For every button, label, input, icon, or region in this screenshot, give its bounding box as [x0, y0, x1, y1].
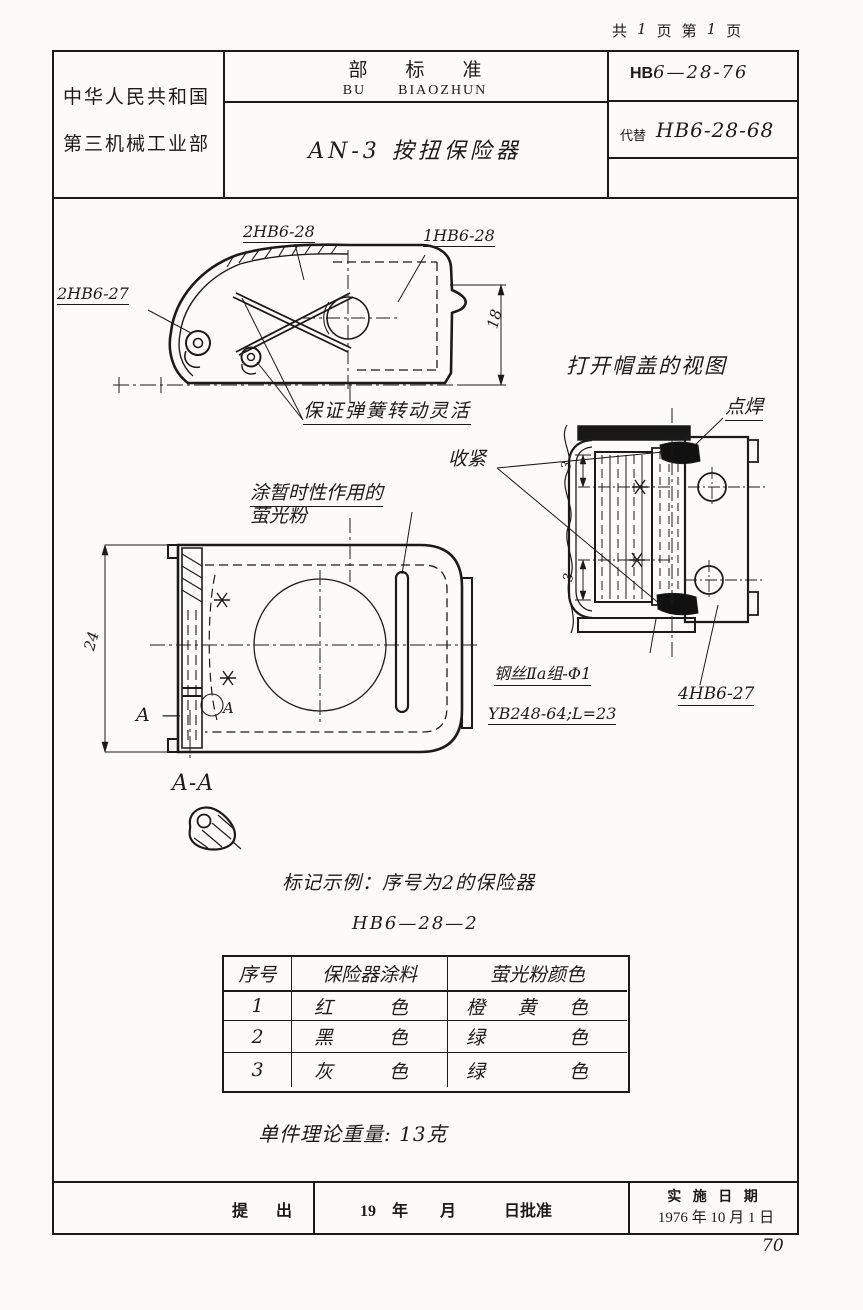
table-row2-coating-text: 黑 色 [314, 1027, 408, 1049]
table-row2-fluor-text: 绿 色 [466, 1027, 588, 1049]
weight-note: 单件理论重量: 13克 [258, 1122, 448, 1146]
open-view-title: 打开帽盖的视图 [566, 354, 727, 378]
table-row1-index: 1 [224, 992, 292, 1021]
side-view-part1-label: 1HB6-28 [423, 226, 495, 247]
table-row1-fluor-text: 橙 黄 色 [466, 996, 588, 1019]
section-cut-label: A — [136, 704, 184, 726]
section-marker-a: A [223, 699, 234, 717]
replaces-label: 代替 [620, 128, 647, 143]
table-row3-fluor-text: 绿 色 [466, 1060, 588, 1083]
header-right-rule2 [607, 157, 799, 159]
table-row3-coating: 灰 色 [292, 1053, 448, 1087]
footer-divider-2 [628, 1181, 630, 1234]
marking-example-line2: HB6—28—2 [352, 913, 479, 934]
color-table: 序号 保险器涂料 萤光粉颜色 1 红 色 橙 黄 色 2 黑 色 绿 色 3 灰… [222, 955, 630, 1093]
fluorescent-note-line1: 涂暂时性作用的 [250, 478, 384, 507]
document-frame [52, 50, 799, 1235]
section-aa-drawing [178, 800, 248, 855]
header-divider-left [223, 50, 225, 198]
pagination-page-value: 1 [706, 20, 717, 38]
side-view-drawing [105, 240, 515, 425]
header-right-rule1 [607, 100, 799, 102]
standard-number-rest: 6—28-76 [653, 62, 749, 83]
open-cap-view-drawing [430, 395, 770, 695]
pagination-unit1: 页 [656, 24, 672, 40]
footer-submit-label: 提 出 [232, 1203, 299, 1220]
pagination-page-label: 第 [681, 24, 697, 40]
table-row1-fluor: 橙 黄 色 [448, 992, 627, 1021]
document-title: AN-3 按扭保险器 [308, 139, 522, 164]
table-header-coating: 保险器涂料 [292, 957, 448, 992]
part4-label: 4HB6-27 [678, 684, 755, 706]
footer-implementation-label: 实 施 日 期 [667, 1190, 762, 1205]
pagination-total-label: 共 [612, 24, 628, 40]
marking-example-line1: 标记示例：序号为2的保险器 [282, 872, 536, 894]
section-aa-label: A-A [172, 771, 215, 796]
header-bottom-rule [52, 197, 799, 200]
replaces-number: HB6-28-68 [656, 118, 775, 142]
side-view-part2-left-label: 2HB6-27 [57, 284, 129, 305]
fluorescent-note-line2: 萤光粉 [250, 505, 308, 527]
table-row2-fluor: 绿 色 [448, 1021, 627, 1053]
header-center-rule [223, 101, 609, 103]
wire-spec-line1: 钢丝Ⅱa组-Φ1 [494, 660, 592, 686]
spot-weld-label: 点焊 [725, 392, 764, 421]
table-row2-index: 2 [224, 1021, 292, 1053]
table-header-fluor-color: 萤光粉颜色 [448, 957, 627, 992]
side-view-part2-top-label: 2HB6-28 [243, 222, 315, 243]
header-divider-right [607, 50, 609, 198]
table-row1-coating: 红 色 [292, 992, 448, 1021]
footer-implementation-date: 1976 年 10 月 1 日 [657, 1210, 775, 1226]
table-header-index: 序号 [224, 957, 292, 992]
table-row2-coating: 黑 色 [292, 1021, 448, 1053]
standard-number: HB6—28-76 [630, 62, 748, 83]
wire-spec-line2: YB248-64;L=23 [488, 704, 617, 725]
top-view-drawing [95, 470, 480, 760]
org-name-line2: 第三机械工业部 [63, 134, 211, 155]
page-number: 70 [762, 1236, 784, 1256]
pagination: 共 1 页 第 1 页 [612, 20, 741, 41]
table-row3-fluor: 绿 色 [448, 1053, 627, 1087]
tighten-label: 收紧 [448, 448, 487, 470]
footer-top-rule [52, 1181, 799, 1184]
footer-divider-1 [313, 1181, 315, 1234]
standard-type-cn: 部 标 准 [348, 60, 482, 81]
standard-number-prefix: HB [630, 65, 654, 82]
org-name-line1: 中华人民共和国 [63, 87, 211, 108]
table-row3-coating-text: 灰 色 [314, 1060, 408, 1083]
table-row1-coating-text: 红 色 [314, 996, 408, 1019]
standard-type-pinyin: BU BIAOZHUN [342, 83, 488, 98]
spring-note: 保证弹簧转动灵活 [303, 396, 472, 425]
pagination-unit2: 页 [726, 24, 742, 40]
pagination-total-value: 1 [637, 20, 647, 38]
footer-approval-label: 19 年 月 日批准 [360, 1203, 553, 1220]
table-row3-index: 3 [224, 1053, 292, 1087]
